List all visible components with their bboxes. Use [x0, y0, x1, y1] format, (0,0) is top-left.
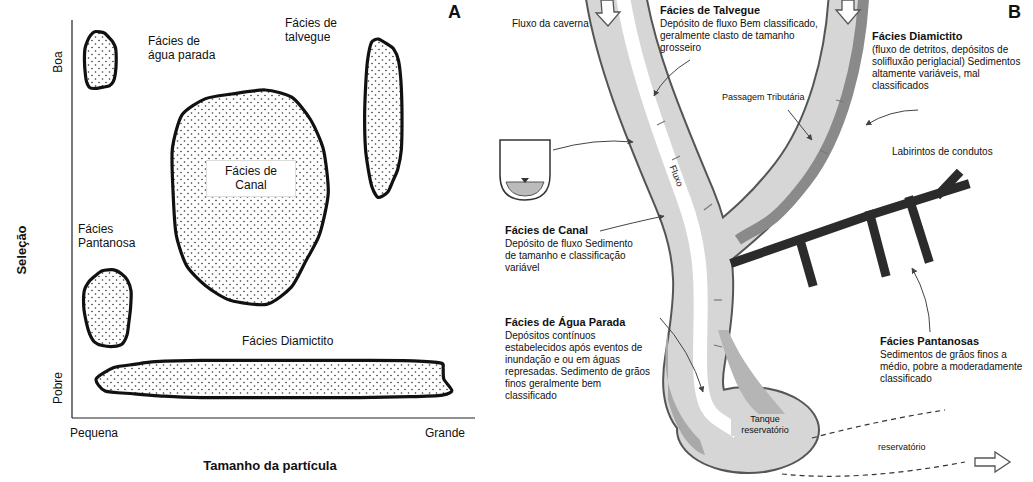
- conduit-maze: [735, 175, 965, 282]
- facies-region: Fácies Diamictito: [92, 334, 474, 404]
- chart-axes: [72, 20, 475, 418]
- facies-region: Fácies Pantanosa: [78, 222, 146, 354]
- passage-ticks: [657, 100, 844, 347]
- flow-label: Fluxo da caverna: [512, 18, 589, 30]
- passage-label: Passagem Tributária: [722, 92, 805, 103]
- region-label: Fácies Diamictito: [242, 334, 362, 348]
- facies-heading: Fácies de Água Parada: [505, 316, 625, 329]
- facies-outline: [84, 31, 116, 88]
- panel-letter: B: [1008, 2, 1021, 24]
- region-label: Fácies Pantanosa: [78, 222, 144, 251]
- cross-section-icon: [500, 140, 550, 200]
- reservoir-label: reservatório: [878, 442, 926, 453]
- facies-heading: Fácies de Talvegue: [660, 4, 760, 17]
- maze-label: Labirintos de condutos: [892, 146, 993, 158]
- facies-blob: [92, 356, 470, 402]
- facies-blob: [360, 30, 406, 202]
- facies-blob: [80, 28, 120, 94]
- axis-title: Seleção: [14, 225, 30, 274]
- facies-description: Sedimentos de grãos finos a médio, pobre…: [880, 349, 1028, 385]
- facies-outline: [172, 90, 328, 305]
- facies-region: Fácies de Canal: [162, 76, 334, 310]
- facies-description: Depósito de fluxo Sedimento de tamanho e…: [505, 238, 635, 274]
- facies-heading: Fácies Pantanosas: [880, 335, 979, 348]
- cave-passages: [615, 0, 864, 474]
- axis-tick-label: Pobre: [51, 372, 65, 404]
- facies-outline: [84, 270, 131, 347]
- facies-description: Depósitos contínuos estabelecidos após e…: [505, 330, 655, 402]
- facies-heading: Fácies Diamictito: [872, 30, 962, 43]
- region-label: Fácies de Canal: [206, 160, 296, 197]
- facies-description: (fluxo de detritos, depósitos de soliflu…: [872, 44, 1028, 92]
- reservoir-label: Tanque reservatório: [731, 414, 799, 436]
- facies-blob: [80, 264, 136, 352]
- facies-region: Fácies de água parada: [80, 26, 265, 96]
- panel-letter: A: [448, 2, 461, 24]
- facies-heading: Fácies de Canal: [505, 224, 588, 237]
- axis-tick-label: Pequena: [70, 426, 118, 440]
- region-label: Fácies de água parada: [148, 34, 230, 63]
- reservoir-outline: [782, 410, 965, 476]
- axis-title: Tamanho da partícula: [203, 458, 336, 474]
- axis-tick-label: Boa: [51, 51, 65, 72]
- facies-description: Depósito de fluxo Bem classificado, gera…: [660, 18, 820, 54]
- facies-outline: [96, 360, 452, 397]
- facies-outline: [365, 39, 402, 197]
- region-label: Fácies de talvegue: [285, 16, 355, 45]
- axis-tick-label: Grande: [425, 426, 465, 440]
